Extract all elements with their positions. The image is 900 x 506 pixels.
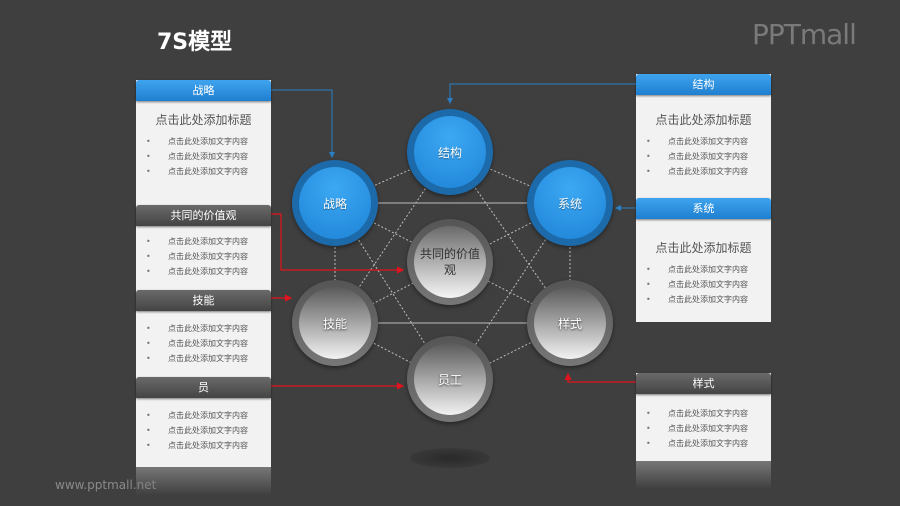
panel-staff: 员 点击此处添加文字内容 点击此处添加文字内容 点击此处添加文字内容: [136, 377, 271, 467]
list-item[interactable]: 点击此处添加文字内容: [646, 277, 771, 292]
node-systems-label: 系统: [534, 167, 606, 239]
list-item[interactable]: 点击此处添加文字内容: [146, 164, 271, 179]
panel-systems: 系统 点击此处添加标题 点击此处添加文字内容 点击此处添加文字内容 点击此处添加…: [636, 198, 771, 322]
panel-structure-header[interactable]: 结构: [636, 74, 771, 95]
list-item[interactable]: 点击此处添加文字内容: [146, 264, 271, 279]
panel-shared-values-header[interactable]: 共同的价值观: [136, 205, 271, 226]
node-skills-label: 技能: [299, 287, 371, 359]
node-strategy-label: 战略: [299, 167, 371, 239]
staff-shadow: [410, 448, 490, 468]
panel-skills-header[interactable]: 技能: [136, 290, 271, 311]
panel-structure-list: 点击此处添加文字内容 点击此处添加文字内容 点击此处添加文字内容: [636, 134, 771, 179]
list-item[interactable]: 点击此处添加文字内容: [646, 406, 771, 421]
list-item[interactable]: 点击此处添加文字内容: [146, 438, 271, 453]
list-item[interactable]: 点击此处添加文字内容: [646, 134, 771, 149]
node-style[interactable]: 样式: [527, 280, 613, 366]
panel-reflection-left: [136, 467, 271, 495]
list-item[interactable]: 点击此处添加文字内容: [146, 351, 271, 366]
slide-title: 7S模型: [157, 30, 233, 55]
list-item[interactable]: 点击此处添加文字内容: [146, 149, 271, 164]
panel-systems-list: 点击此处添加文字内容 点击此处添加文字内容 点击此处添加文字内容: [636, 262, 771, 307]
panel-structure-heading[interactable]: 点击此处添加标题: [655, 113, 752, 127]
node-structure-label: 结构: [414, 116, 486, 188]
panel-shared-values-list: 点击此处添加文字内容 点击此处添加文字内容 点击此处添加文字内容: [136, 234, 271, 279]
node-systems[interactable]: 系统: [527, 160, 613, 246]
node-staff[interactable]: 员工: [407, 336, 493, 422]
node-strategy[interactable]: 战略: [292, 160, 378, 246]
list-item[interactable]: 点击此处添加文字内容: [146, 408, 271, 423]
panel-style: 样式 点击此处添加文字内容 点击此处添加文字内容 点击此处添加文字内容: [636, 373, 771, 461]
panel-structure: 结构 点击此处添加标题 点击此处添加文字内容 点击此处添加文字内容 点击此处添加…: [636, 74, 771, 198]
list-item[interactable]: 点击此处添加文字内容: [646, 421, 771, 436]
list-item[interactable]: 点击此处添加文字内容: [146, 234, 271, 249]
panel-shared-values: 共同的价值观 点击此处添加文字内容 点击此处添加文字内容 点击此处添加文字内容: [136, 205, 271, 290]
node-shared-values-label: 共同的价值观: [414, 226, 486, 298]
brand-logo: PPTmall: [752, 18, 857, 51]
list-item[interactable]: 点击此处添加文字内容: [146, 249, 271, 264]
node-shared-values[interactable]: 共同的价值观: [407, 219, 493, 305]
node-style-label: 样式: [534, 287, 606, 359]
list-item[interactable]: 点击此处添加文字内容: [146, 336, 271, 351]
node-skills[interactable]: 技能: [292, 280, 378, 366]
panel-systems-heading[interactable]: 点击此处添加标题: [655, 241, 752, 255]
panel-style-header[interactable]: 样式: [636, 373, 771, 394]
node-staff-label: 员工: [414, 343, 486, 415]
list-item[interactable]: 点击此处添加文字内容: [646, 292, 771, 307]
panel-strategy-header[interactable]: 战略: [136, 80, 271, 101]
panel-strategy: 战略 点击此处添加标题 点击此处添加文字内容 点击此处添加文字内容 点击此处添加…: [136, 80, 271, 205]
panel-systems-header[interactable]: 系统: [636, 198, 771, 219]
list-item[interactable]: 点击此处添加文字内容: [646, 436, 771, 451]
list-item[interactable]: 点击此处添加文字内容: [646, 164, 771, 179]
panel-strategy-heading[interactable]: 点击此处添加标题: [155, 113, 252, 127]
list-item[interactable]: 点击此处添加文字内容: [146, 321, 271, 336]
list-item[interactable]: 点击此处添加文字内容: [146, 134, 271, 149]
list-item[interactable]: 点击此处添加文字内容: [646, 262, 771, 277]
list-item[interactable]: 点击此处添加文字内容: [646, 149, 771, 164]
panel-staff-list: 点击此处添加文字内容 点击此处添加文字内容 点击此处添加文字内容: [136, 408, 271, 453]
panel-style-list: 点击此处添加文字内容 点击此处添加文字内容 点击此处添加文字内容: [636, 406, 771, 451]
footer-url: www.pptmall.net: [55, 478, 157, 492]
panel-staff-header[interactable]: 员: [136, 377, 271, 398]
panel-reflection-right: [636, 461, 771, 489]
list-item[interactable]: 点击此处添加文字内容: [146, 423, 271, 438]
panel-strategy-list: 点击此处添加文字内容 点击此处添加文字内容 点击此处添加文字内容: [136, 134, 271, 179]
panel-skills-list: 点击此处添加文字内容 点击此处添加文字内容 点击此处添加文字内容: [136, 321, 271, 366]
panel-skills: 技能 点击此处添加文字内容 点击此处添加文字内容 点击此处添加文字内容: [136, 290, 271, 377]
node-structure[interactable]: 结构: [407, 109, 493, 195]
